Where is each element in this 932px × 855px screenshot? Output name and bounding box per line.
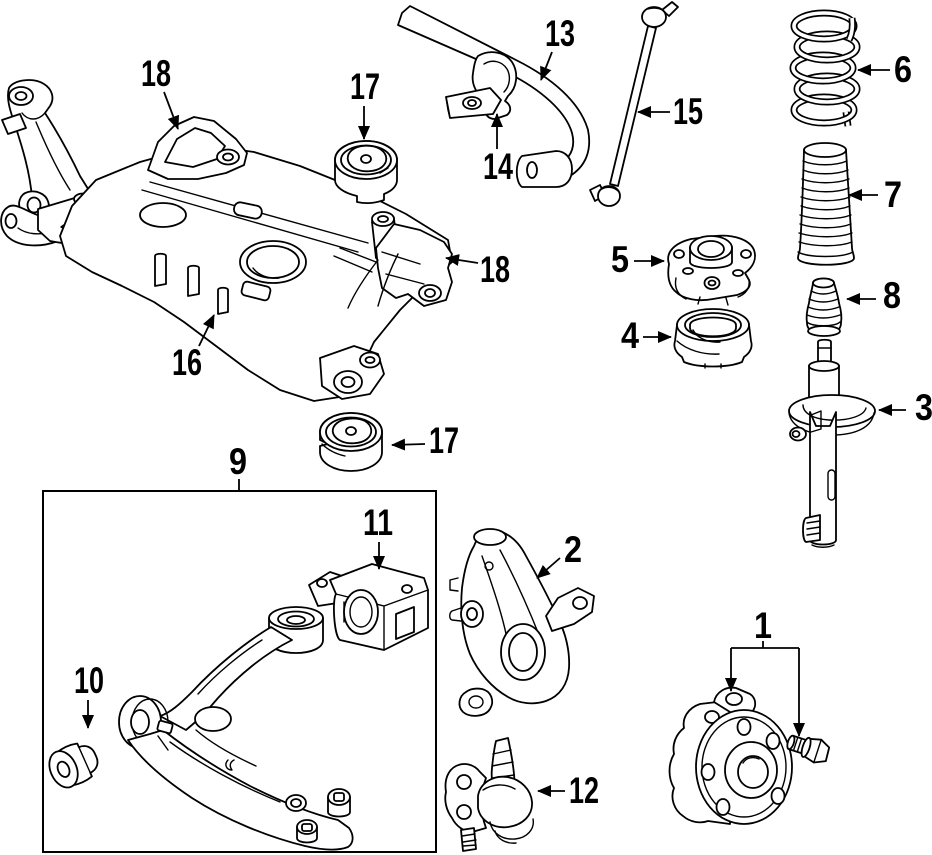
callout-label-1: 1 xyxy=(754,605,772,646)
callout-label-9: 9 xyxy=(229,441,247,482)
stabilizer-bar-clamp xyxy=(445,51,518,120)
callout-arrows xyxy=(82,51,906,797)
subframe-bushing-upper xyxy=(334,140,398,204)
callout-label-2: 2 xyxy=(564,529,582,570)
strut-dust-boot xyxy=(797,142,855,266)
callout-label-5: 5 xyxy=(611,239,629,280)
arrow-2 xyxy=(536,557,561,579)
strut-assembly xyxy=(788,338,876,548)
control-arm-bushing xyxy=(48,742,99,789)
steering-knuckle xyxy=(449,528,595,717)
callout-label-10: 10 xyxy=(74,660,104,701)
stabilizer-link xyxy=(589,1,679,207)
callout-label-6: 6 xyxy=(894,49,912,90)
callout-label-13: 13 xyxy=(545,13,575,54)
bump-stop xyxy=(805,277,843,337)
subframe-bracket-right xyxy=(333,211,453,309)
callout-label-17a: 17 xyxy=(350,66,380,107)
arrow-13 xyxy=(540,51,553,81)
wheel-hub xyxy=(668,686,793,825)
spring-seat-bearing xyxy=(673,308,753,369)
callout-labels: 18 17 13 14 15 6 7 5 18 8 4 16 3 17 9 11… xyxy=(74,13,932,811)
ball-joint xyxy=(444,737,534,852)
subframe-crossmember xyxy=(0,79,453,402)
callout-label-12: 12 xyxy=(569,770,599,811)
arrow-17b xyxy=(391,438,426,451)
callout-label-18a: 18 xyxy=(141,53,171,94)
callout-label-14: 14 xyxy=(483,146,513,187)
callout-label-17b: 17 xyxy=(429,420,459,461)
callout-label-3: 3 xyxy=(915,387,932,428)
subframe-bracket-left xyxy=(147,116,248,180)
callout-label-8: 8 xyxy=(883,275,901,316)
control-arm-bracket xyxy=(308,563,429,651)
subframe-bushing-lower xyxy=(319,412,383,472)
coil-spring xyxy=(789,9,861,127)
bracket-1 xyxy=(731,641,799,649)
callout-label-7: 7 xyxy=(884,174,902,215)
arrow-16 xyxy=(198,314,215,347)
callout-label-4: 4 xyxy=(621,315,639,356)
stabilizer-bar xyxy=(397,5,591,188)
arrow-18a xyxy=(163,91,180,130)
hub-bolt xyxy=(786,734,831,764)
callout-label-16: 16 xyxy=(172,342,202,383)
lower-control-arm xyxy=(118,606,354,851)
arrow-18b xyxy=(445,254,479,266)
callout-label-18b: 18 xyxy=(480,249,510,290)
callout-label-11: 11 xyxy=(363,502,393,543)
strut-mount xyxy=(667,234,756,306)
callout-label-15: 15 xyxy=(673,91,703,132)
